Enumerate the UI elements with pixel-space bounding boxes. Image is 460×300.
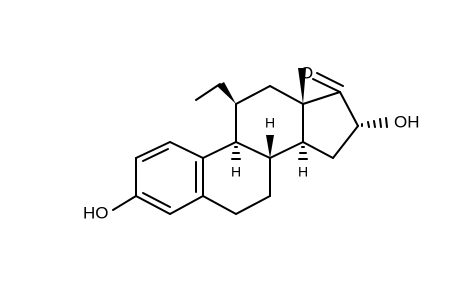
- bond-c17-c16: [339, 91, 359, 127]
- wedge-h-8: [266, 135, 274, 158]
- bond-c17-o: [312, 78, 341, 93]
- hydrogen-14: H: [298, 146, 308, 180]
- bond-c10-c1: [169, 141, 204, 159]
- bond-c3-c4-inner: [142, 192, 171, 208]
- hydroxyl-3-label: HO: [83, 203, 109, 222]
- hydroxyl-3: HO: [83, 195, 137, 222]
- bond-c10-c9: [202, 141, 237, 159]
- ring-d: [302, 91, 359, 159]
- hydrogen-8-label: H: [265, 115, 275, 131]
- hash-4: [379, 118, 382, 128]
- hydrogen-9: H: [231, 146, 241, 180]
- bond-c3-o: [112, 195, 137, 211]
- bond-c13-c17: [302, 91, 341, 105]
- hydrogen-14-label: H: [298, 164, 308, 180]
- bond-c15-c14: [302, 141, 334, 159]
- hydrogen-8: H: [265, 115, 275, 158]
- ethyl-11: [195, 82, 236, 104]
- bond-c1-c2-inner: [142, 148, 169, 162]
- bond-c16-c15: [332, 125, 359, 159]
- bond-c9-c8: [235, 141, 271, 159]
- ring-b: [202, 141, 271, 215]
- bond-c12-c13: [269, 85, 304, 105]
- bond-c1-c2: [135, 141, 171, 159]
- hydrogen-9-label: H: [231, 164, 241, 180]
- wedge-methyl-13: [298, 68, 306, 104]
- hash-3: [373, 120, 376, 128]
- wedge-ethyl-11: [217, 82, 236, 104]
- hash-5: [385, 117, 388, 128]
- bond-c4-c5: [169, 195, 204, 215]
- hash-2: [367, 121, 370, 128]
- bond-c7-c6: [235, 195, 271, 215]
- bond-c6-c5: [202, 195, 237, 215]
- bond-ethyl: [195, 83, 221, 101]
- bond-c11-c12: [235, 85, 271, 105]
- hydroxyl-16: OH: [361, 112, 420, 131]
- hydroxyl-16-label: OH: [394, 112, 420, 131]
- ring-c: [235, 85, 304, 159]
- ketone-group: O: [300, 63, 344, 93]
- bond-c17-o-second: [316, 72, 344, 87]
- bond-c3-c4: [135, 195, 171, 215]
- ring-a-aromatic: [135, 141, 204, 215]
- bond-c14-c8: [269, 141, 304, 159]
